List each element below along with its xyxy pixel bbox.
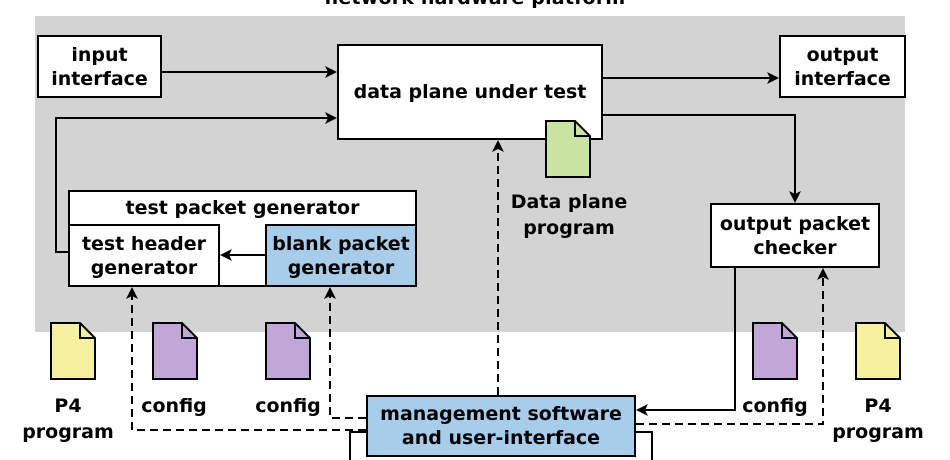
blank-packet-generator-box: blank packet generator (265, 224, 417, 287)
document-icon-yellow (50, 322, 96, 380)
document-icon-purple (152, 322, 198, 380)
arrow-header-to-dataplane (55, 112, 337, 253)
p4-program-left-label: P4 program (22, 395, 114, 443)
lower-box-outline (349, 431, 366, 460)
input-interface-box: input interface (37, 35, 162, 98)
p4-program-right-label: P4 program (832, 395, 924, 443)
document-icon-green (545, 120, 591, 178)
input-interface-label: input interface (51, 43, 148, 90)
output-interface-label: output interface (794, 43, 891, 90)
output-interface-box: output interface (779, 35, 906, 98)
blank-packet-generator-label: blank packet generator (272, 232, 410, 279)
test-header-generator-label: test header generator (81, 232, 207, 279)
output-packet-checker-box: output packet checker (710, 203, 880, 268)
platform-title: network hardware platform (0, 0, 950, 8)
config-label-1: config (141, 395, 207, 417)
data-plane-program-label: Data plane program (510, 191, 628, 239)
lower-box-outline-right (636, 431, 653, 460)
dashed-arrow-management-to-checker (636, 268, 829, 425)
management-software-label: management software and user-interface (380, 403, 622, 449)
test-packet-generator-label: test packet generator (125, 197, 360, 219)
arrow-dataplane-to-checker (603, 114, 801, 203)
document-icon-yellow (855, 322, 901, 380)
arrow-checker-to-management (636, 268, 736, 416)
output-packet-checker-label: output packet checker (719, 212, 871, 259)
config-label-3: config (742, 395, 808, 417)
dashed-arrow-management-to-header (126, 287, 366, 431)
data-plane-label: data plane under test (353, 81, 587, 103)
test-header-generator-box: test header generator (68, 224, 220, 287)
dashed-arrow-management-to-blank (324, 287, 366, 419)
management-software-box: management software and user-interface (366, 395, 636, 457)
document-icon-purple (752, 322, 798, 380)
config-label-2: config (255, 395, 321, 417)
document-icon-purple (265, 322, 311, 380)
